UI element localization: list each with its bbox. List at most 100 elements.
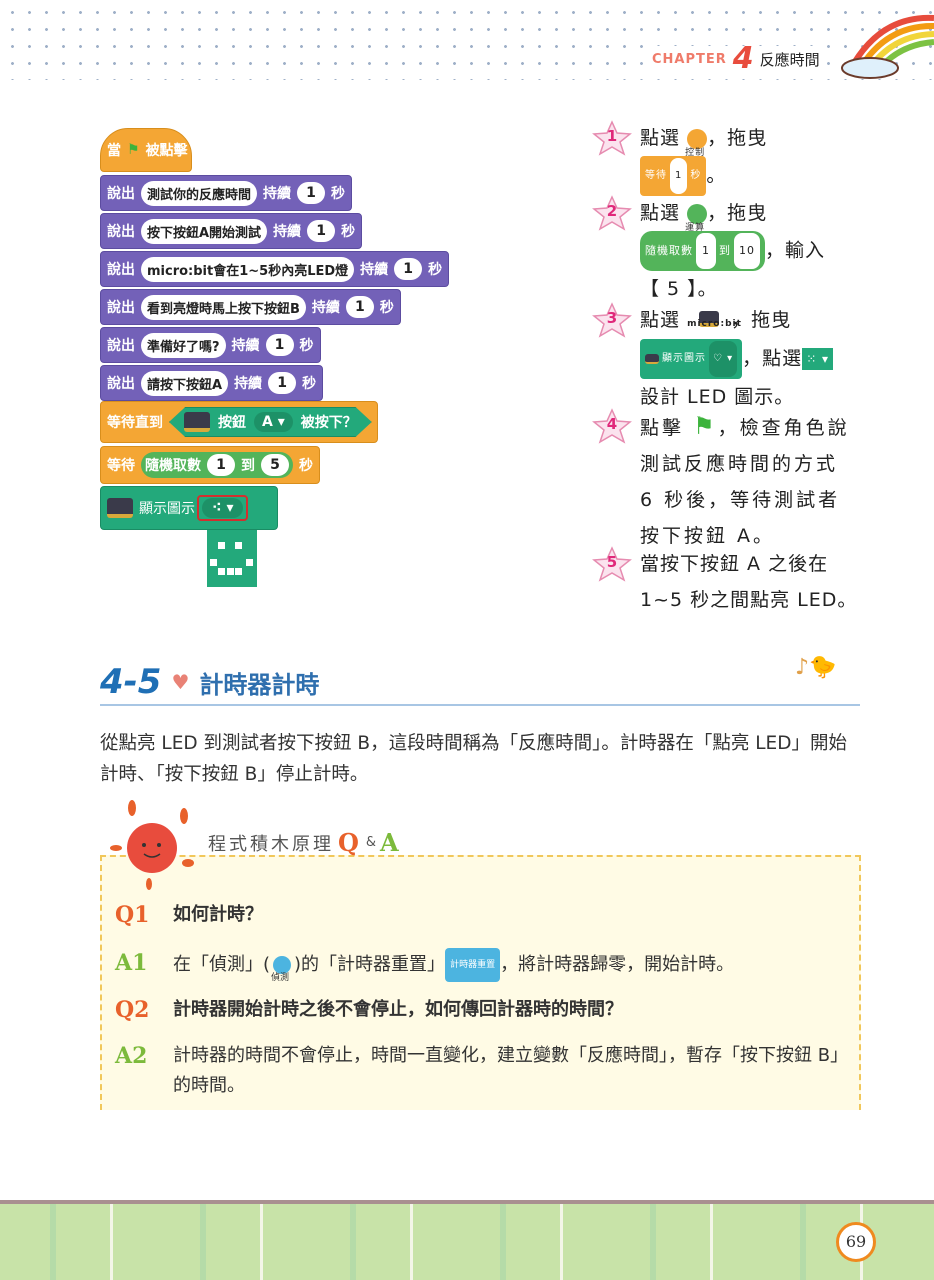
show-icon-block[interactable]: 顯示圖示 ⁖ ▾ [100, 486, 278, 530]
script-says-2-unit: 秒 [428, 262, 443, 278]
chapter-number: 4 [732, 41, 754, 76]
qa-a: A [380, 828, 402, 857]
steps-3-b: ，檢查角色說測試反應時間的方式 6 秒後，等待測試者按下按鈕 A。 [640, 417, 850, 547]
qa-q: Q [338, 828, 362, 857]
script-says-2-verb: 說出 [107, 262, 135, 278]
button-dropdown[interactable]: A ▾ [254, 412, 293, 432]
section-divider [100, 704, 860, 706]
star-number-icon: 2 [592, 195, 632, 231]
qa-items-2-text: 計時器開始計時之後不會停止，如何傳回計器時的時間？ [173, 999, 623, 1020]
qa-items-0-text: 如何計時？ [173, 904, 263, 925]
script-says-1-unit: 秒 [341, 224, 356, 240]
steps-1-d: 【 5 】。 [640, 278, 718, 300]
steps-0-blk-num: 1 [670, 158, 688, 194]
qa-items-0-label: Q1 [115, 902, 150, 928]
script-says-4-secs: 1 [265, 334, 294, 356]
steps-1-a: 點選 [640, 202, 681, 224]
script-says-5-verb: 說出 [107, 376, 135, 392]
star-number-icon: 3 [592, 302, 632, 338]
steps-0-a: 點選 [640, 127, 681, 149]
steps-0-n: 1 [606, 127, 618, 145]
hat-when: 當 [107, 143, 121, 159]
show-icon-block-mini: 顯示圖示♡ ▾ [640, 338, 743, 379]
qa-heading: 程式積木原理 Q&A [208, 828, 402, 857]
heart-icon: ♥ [171, 670, 190, 694]
sensing-category-icon: 偵測 [271, 956, 292, 983]
led-pattern-preview [207, 530, 257, 587]
script-says-0-unit: 秒 [331, 186, 346, 202]
qa-items-1-cat: 偵測 [271, 973, 290, 983]
sun-mascot-icon [110, 800, 194, 890]
star-number-icon: 4 [592, 408, 632, 444]
script-says-5-dur: 持續 [234, 376, 263, 392]
script-says-4-dur: 持續 [231, 338, 260, 354]
steps-1-blk-to: 10 [734, 233, 760, 269]
steps-1-c: ，輸入 [765, 239, 826, 262]
heart-led-picker[interactable]: ⁙ ▾ [802, 347, 834, 370]
steps-3-n: 4 [606, 415, 618, 433]
steps-2-blk-label: 顯示圖示 [662, 352, 706, 364]
steps-2-cat: micro:bit [687, 318, 742, 329]
qa-items-1-pre: 在「偵測」( [173, 954, 271, 975]
script-says-5-secs: 1 [268, 372, 297, 394]
steps-1-cat: 運算 [685, 222, 706, 233]
steps-1-b: ，拖曳 [707, 202, 768, 224]
chapter-label: CHAPTER [652, 51, 727, 67]
steps-1-blk-label: 隨機取數 [645, 244, 693, 257]
wait-until-block[interactable]: 等待直到 按鈕 A ▾ 被按下？ [100, 401, 378, 443]
qa-items-1-post: ，將計時器歸零，開始計時。 [500, 954, 735, 975]
qa-heading: 程式積木原理 [208, 833, 334, 855]
when-flag-clicked-block[interactable]: 當 ⚑ 被點擊 [100, 128, 192, 172]
qa-amp: & [365, 835, 377, 850]
script-says-4-text: 準備好了嗎? [141, 332, 226, 358]
microbit-icon [184, 412, 210, 432]
script-wait-until-label: 等待直到 [107, 415, 163, 431]
intro-paragraph: 從點亮 LED 到測試者按下按鈕 B，這段時間稱為「反應時間」。計時器在「點亮 … [100, 733, 847, 785]
timer-reset-block-mini: 計時器重置 [445, 948, 501, 982]
script-wait-random: 隨機取數 [145, 458, 201, 474]
script-wait-until-button: 按鈕 [218, 415, 246, 431]
qa-a2: A2 計時器的時間不會停止，時間一直變化，建立變數「反應時間」，暫存「按下按鈕 B… [115, 1041, 855, 1101]
script-says-0-verb: 說出 [107, 186, 135, 202]
script-says-3-unit: 秒 [379, 300, 394, 316]
qa-items-1-label: A1 [115, 950, 148, 976]
star-number-icon: 1 [592, 120, 632, 156]
script-says-3-secs: 1 [345, 296, 374, 318]
steps-4-text: 當按下按鈕 A 之後在 1~5 秒之間點亮 LED。 [640, 553, 858, 611]
script-says-1-text: 按下按鈕A開始測試 [141, 218, 268, 244]
script-wait-until-pressed: 被按下？ [300, 415, 357, 431]
green-flag-icon: ⚑ [127, 142, 140, 158]
page-number: 69 [836, 1222, 876, 1262]
script-says-2-dur: 持續 [360, 262, 389, 278]
script-wait-to: 5 [261, 454, 289, 476]
qa-items-3-text: 計時器的時間不會停止，時間一直變化，建立變數「反應時間」，暫存「按下按鈕 B」的… [173, 1045, 849, 1096]
script-wait-from: 1 [207, 454, 235, 476]
microbit-category-icon: micro:bit [687, 303, 741, 339]
script-says-0-secs: 1 [297, 182, 326, 204]
qa-items-3-label: A2 [115, 1043, 148, 1069]
script-says-2-text: micro:bit會在1~5秒內亮LED燈 [141, 256, 355, 282]
step-3: 3 點選 micro:bit，拖曳 顯示圖示♡ ▾，點選⁙ ▾設計 LED 圖示… [592, 302, 860, 415]
script-says-0-text: 測試你的反應時間 [141, 180, 258, 206]
steps-1-blk-from: 1 [696, 233, 716, 269]
button-pressed-condition[interactable]: 按鈕 A ▾ 被按下？ [169, 407, 372, 437]
script-wait-until-key: A [262, 414, 273, 430]
step-4: 4 點擊 ⚑，檢查角色說測試反應時間的方式 6 秒後，等待測試者按下按鈕 A。 [592, 408, 860, 554]
steps-2-d: 設計 LED 圖示。 [640, 385, 795, 408]
icon-picker-dropdown[interactable]: ⁖ ▾ [197, 495, 249, 521]
rainbow-cloud-icon [841, 14, 934, 79]
